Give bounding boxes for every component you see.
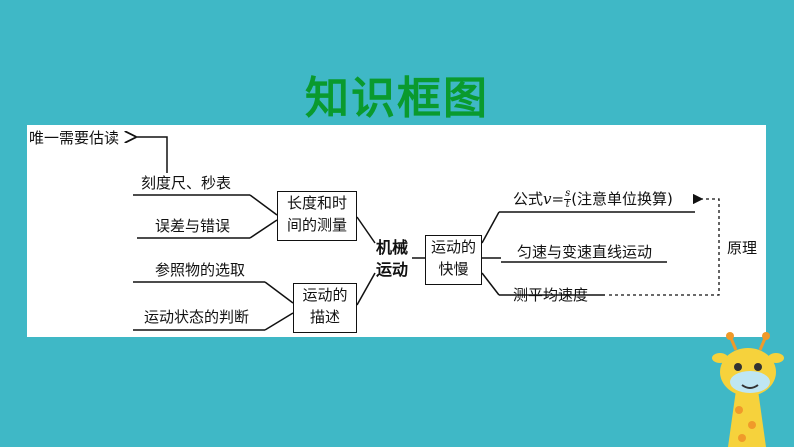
describe-item-2: 运动状态的判断 xyxy=(144,306,249,327)
center-line-2: 运动 xyxy=(376,259,408,281)
describe-box: 运动的 描述 xyxy=(293,283,357,333)
measure-item-2: 误差与错误 xyxy=(155,215,230,236)
formula-var: v= xyxy=(543,190,564,208)
describe-box-line-2: 描述 xyxy=(294,306,356,328)
principle-label: 原理 xyxy=(727,237,757,258)
center-node: 机械 运动 xyxy=(376,237,408,281)
measure-item-1: 刻度尺、秒表 xyxy=(141,172,231,193)
slide-title: 知识框图 xyxy=(0,62,794,126)
formula-prefix: 公式 xyxy=(513,190,543,208)
note-estimate: 唯一需要估读 xyxy=(29,127,119,148)
speed-box-line-2: 快慢 xyxy=(426,258,481,280)
describe-box-line-1: 运动的 xyxy=(294,284,356,306)
measure-box-line-1: 长度和时 xyxy=(278,192,356,214)
speed-box: 运动的 快慢 xyxy=(425,235,482,285)
knowledge-diagram: 唯一需要估读 刻度尺、秒表 误差与错误 长度和时 间的测量 参照物的选取 运动状… xyxy=(27,125,766,337)
speed-box-line-1: 运动的 xyxy=(426,236,481,258)
describe-item-1: 参照物的选取 xyxy=(155,259,245,280)
formula-note: (注意单位换算) xyxy=(571,190,673,208)
center-line-1: 机械 xyxy=(376,237,408,259)
measure-box-line-2: 间的测量 xyxy=(278,214,356,236)
giraffe-icon xyxy=(706,330,794,447)
speed-item-uniform: 匀速与变速直线运动 xyxy=(517,241,652,262)
connector-lines xyxy=(27,125,766,337)
speed-item-average: 测平均速度 xyxy=(513,284,588,305)
measure-box: 长度和时 间的测量 xyxy=(277,191,357,241)
